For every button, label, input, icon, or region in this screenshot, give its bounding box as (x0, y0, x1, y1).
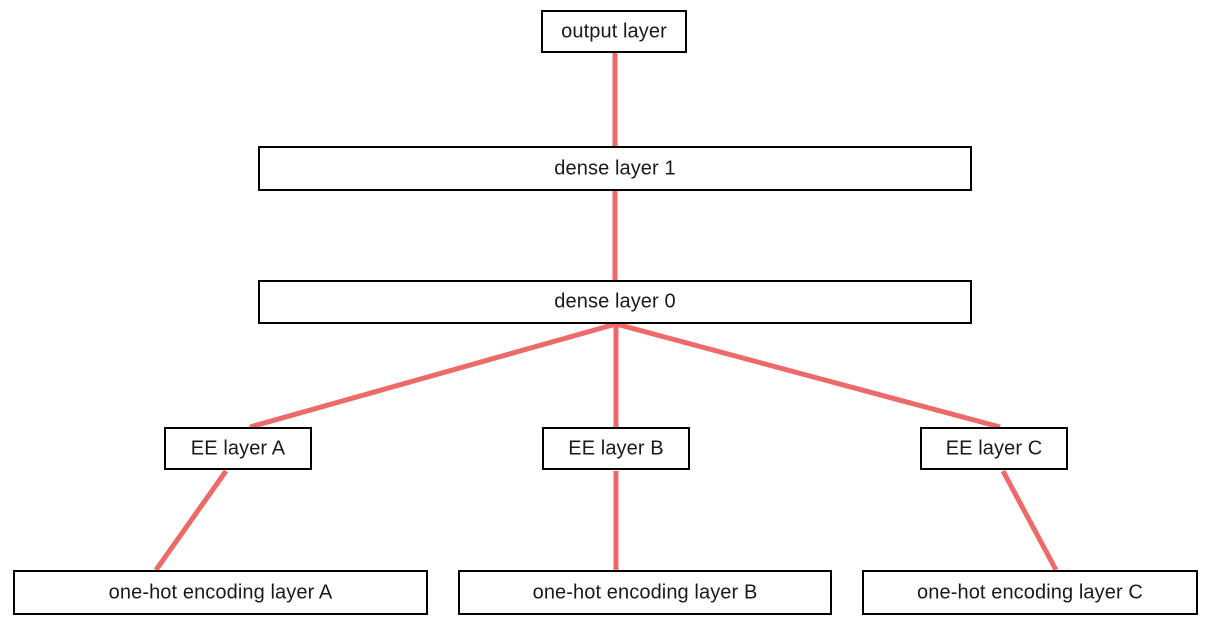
edge-onehot-a-to-ee-a (153, 469, 229, 572)
node-one-hot-encoding-layer-c: one-hot encoding layer C (862, 570, 1198, 615)
node-output-layer: output layer (541, 10, 687, 53)
edge-ee-a-to-dense0 (249, 321, 617, 430)
node-ee-layer-c: EE layer C (920, 427, 1068, 470)
node-ee-layer-b: EE layer B (542, 427, 690, 470)
node-label-ee-layer-c: EE layer C (945, 437, 1043, 459)
node-label-output-layer: output layer (561, 20, 667, 42)
node-label-dense-layer-0: dense layer 0 (554, 290, 676, 313)
node-one-hot-encoding-layer-a: one-hot encoding layer A (13, 570, 428, 615)
node-label-dense-layer-1: dense layer 1 (554, 157, 676, 179)
edge-onehot-c-to-ee-c (1000, 469, 1059, 572)
node-label-one-hot-encoding-layer-c: one-hot encoding layer C (917, 581, 1143, 603)
node-label-one-hot-encoding-layer-b: one-hot encoding layer B (532, 581, 758, 603)
node-dense-layer-1: dense layer 1 (258, 146, 972, 191)
node-label-one-hot-encoding-layer-a: one-hot encoding layer A (108, 581, 333, 603)
node-ee-layer-a: EE layer A (164, 427, 312, 470)
node-one-hot-encoding-layer-b: one-hot encoding layer B (458, 570, 832, 615)
node-label-ee-layer-a: EE layer A (190, 437, 286, 459)
node-dense-layer-0: dense layer 0 (258, 280, 972, 324)
edge-ee-c-to-dense0 (615, 321, 1001, 430)
node-label-ee-layer-b: EE layer B (568, 437, 664, 459)
